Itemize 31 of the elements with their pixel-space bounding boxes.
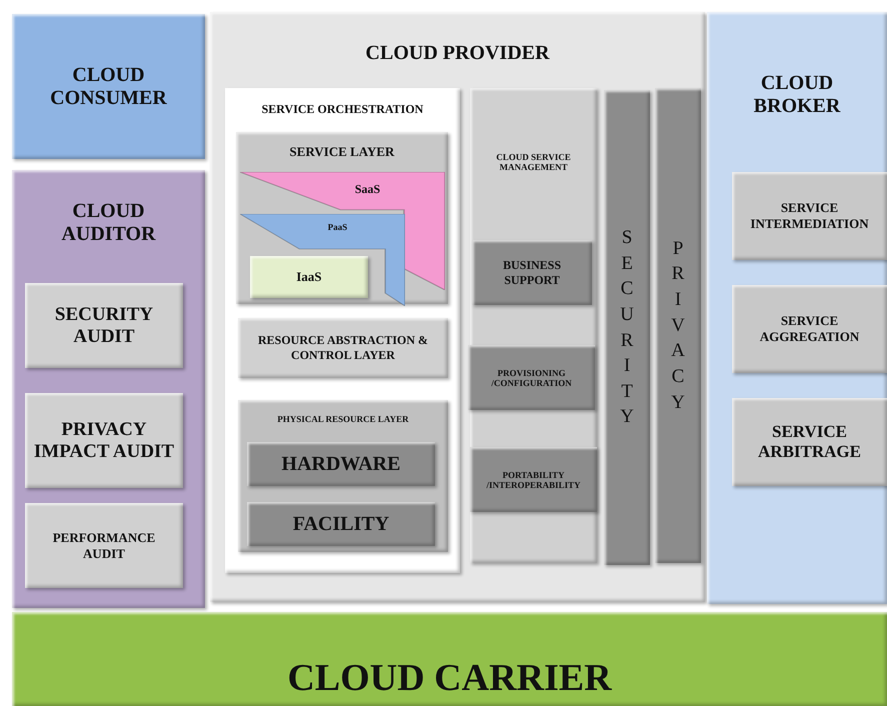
component-box: PRIVACY IMPACT AUDIT — [25, 393, 183, 488]
component-box: RESOURCE ABSTRACTION & CONTROL LAYER — [238, 318, 448, 378]
group-panel — [238, 400, 448, 552]
heading-text: SERVICE LAYER — [288, 144, 396, 160]
group-panel — [707, 12, 887, 604]
group-panel — [12, 170, 205, 608]
group-panel — [470, 88, 597, 563]
vertical-bar: PRIVACY — [655, 88, 701, 563]
component-box: FACILITY — [247, 502, 435, 546]
group-panel — [236, 132, 448, 304]
heading-text: CLOUD PROVIDER — [364, 42, 551, 65]
component-box: SERVICE INTERMEDIATION — [732, 172, 887, 260]
group-panel — [210, 12, 705, 602]
component-box: PROVISIONING /CONFIGURATION — [468, 345, 595, 410]
component-box: SERVICE AGGREGATION — [732, 285, 887, 373]
carrier-band: CLOUD CARRIER — [12, 612, 887, 706]
heading-text: PHYSICAL RESOURCE LAYER — [276, 414, 410, 424]
vertical-bar: SECURITY — [604, 90, 650, 565]
component-box: HARDWARE — [247, 442, 435, 486]
heading-text: SERVICE ORCHESTRATION — [260, 102, 424, 117]
heading-text: CLOUD AUDITOR — [60, 200, 157, 246]
component-box: PERFORMANCE AUDIT — [25, 503, 183, 588]
group-panel — [225, 88, 460, 573]
component-box: IaaS — [250, 256, 368, 298]
component-box: SERVICE ARBITRAGE — [732, 398, 887, 486]
heading-text: CLOUD SERVICE MANAGEMENT — [495, 152, 572, 172]
heading-text: CLOUD BROKER — [752, 72, 842, 118]
component-box: CLOUD CONSUMER — [12, 14, 205, 159]
component-box: BUSINESS SUPPORT — [472, 240, 592, 305]
component-box: SECURITY AUDIT — [25, 283, 183, 368]
component-box: PORTABILITY /INTEROPERABILITY — [470, 447, 597, 512]
